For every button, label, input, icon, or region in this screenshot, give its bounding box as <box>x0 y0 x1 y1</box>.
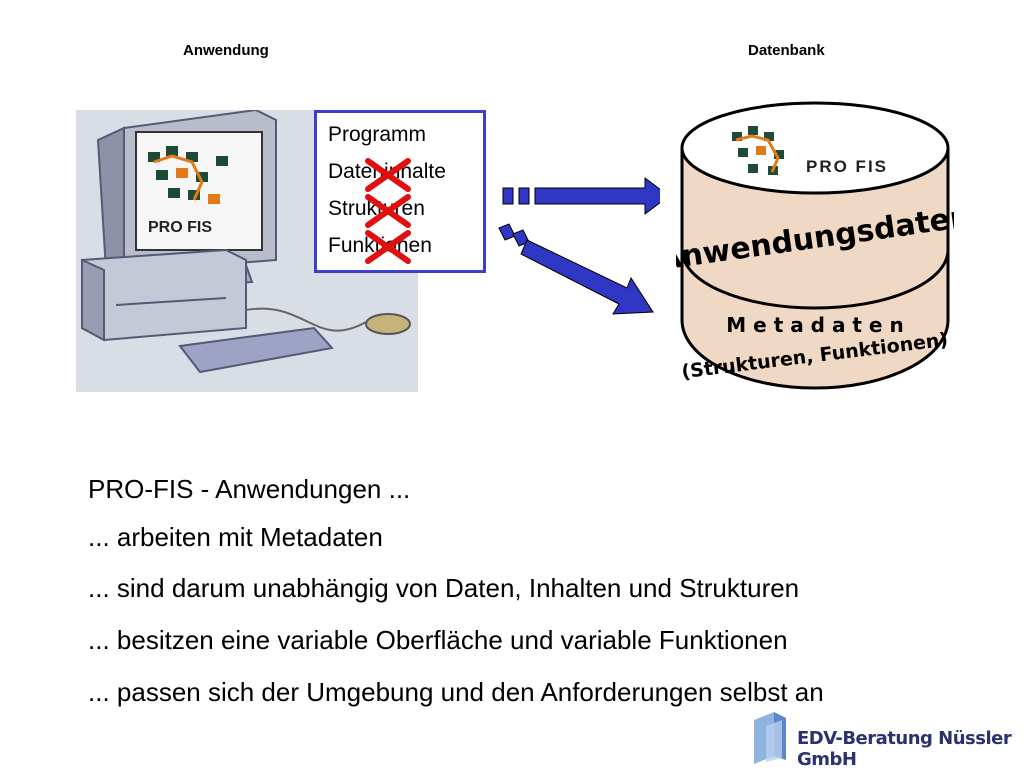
program-item-funktionen: Funktionen <box>328 234 432 257</box>
arrow-diagonal-icon <box>498 223 654 315</box>
bullet-line-4: ... besitzen eine variable Oberfläche un… <box>88 625 788 655</box>
bullet-line-3: ... sind darum unabhängig von Daten, Inh… <box>88 573 800 603</box>
application-header: Anwendung <box>183 42 269 59</box>
company-logo-icon <box>754 712 786 764</box>
bullet-line-5: ... passen sich der Umgebung und den Anf… <box>88 677 824 707</box>
cross-icon <box>365 158 411 192</box>
profis-logo-icon <box>732 126 784 175</box>
cross-marks <box>365 158 411 264</box>
database-cylinder: PRO FIS Anwendungsdaten M e t a d a t e … <box>676 101 954 390</box>
meta-title: M e t a d a t e n <box>726 313 903 337</box>
bullet-line-2: ... arbeiten mit Metadaten <box>88 522 383 552</box>
arrows <box>498 177 660 315</box>
cross-icon <box>365 230 411 264</box>
profis-logo-icon <box>148 146 228 204</box>
database-header: Datenbank <box>748 42 825 59</box>
cross-icon <box>365 194 411 228</box>
bullet-line-1: PRO-FIS - Anwendungen ... <box>88 474 411 504</box>
arrow-right-icon <box>502 177 660 215</box>
cylinder-logo-text: PRO FIS <box>806 157 888 176</box>
program-box: Programm Dateninhalte Strukturen Funktio… <box>314 110 486 273</box>
screen-logo-text: PRO FIS <box>148 219 212 236</box>
program-item-programm: Programm <box>328 123 427 146</box>
company-name: EDV-Beratung Nüssler GmbH <box>797 728 1012 770</box>
